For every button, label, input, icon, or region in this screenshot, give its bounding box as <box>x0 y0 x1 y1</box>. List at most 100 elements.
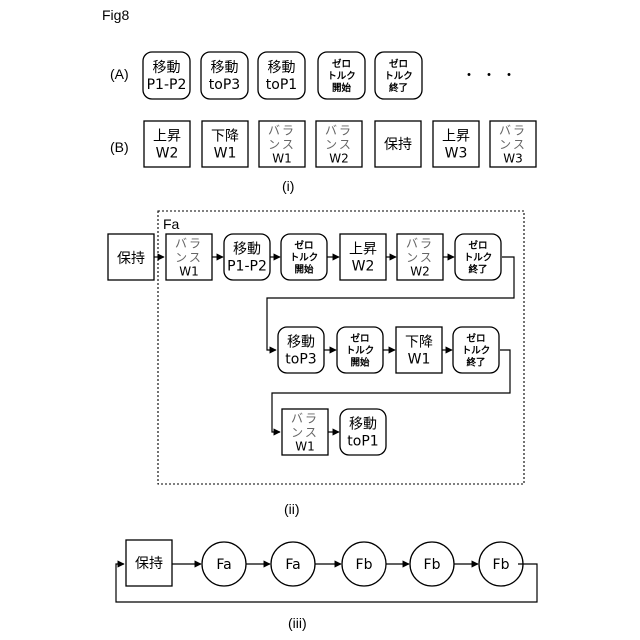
block-line: 移動 <box>211 60 239 76</box>
block-line: バラ <box>325 123 353 137</box>
block-line: 上昇 <box>349 242 377 258</box>
flow-iii-circle-2: Fb <box>342 542 386 586</box>
caption-i: (i) <box>282 178 294 194</box>
flow-iii-circle-4: Fb <box>479 542 523 586</box>
block-line: ンス <box>325 137 353 151</box>
flow-ii-row1-block-3: 上昇W2 <box>340 234 386 280</box>
block-line: バラ <box>406 236 434 250</box>
block-line: ンス <box>406 250 434 264</box>
block-line: 上昇 <box>153 129 181 145</box>
block-line: toP1 <box>266 77 297 93</box>
block-line: ゼロ <box>350 332 369 344</box>
flow-ii-row3-block-1: 移動toP1 <box>340 409 386 455</box>
fa-group-label: Fa <box>163 216 180 232</box>
block-line: ゼロ <box>468 239 487 251</box>
block-line: 開始 <box>294 263 314 275</box>
hold-label-ii: 保持 <box>117 251 145 267</box>
flow-ii: バランスW1移動P1-P2ゼロトルク開始上昇W2バランスW2ゼロトルク終了移動t… <box>166 234 501 455</box>
row-b-block-3: バランスW2 <box>316 121 362 167</box>
block-line: 開始 <box>350 356 370 368</box>
block-line: W1 <box>408 352 431 368</box>
block-line: 終了 <box>468 263 487 275</box>
block-line: W1 <box>214 146 237 162</box>
block-line: トルク <box>290 252 319 263</box>
block-line: W1 <box>179 264 199 278</box>
block-line: P1-P2 <box>227 259 267 275</box>
flow-ii-row2-block-1: ゼロトルク開始 <box>337 327 383 373</box>
circle-label: Fa <box>216 557 231 573</box>
flow-ii-row2-block-2: 下降W1 <box>396 327 442 373</box>
flow-iii: Fa Fa Fb Fb Fb <box>172 542 523 586</box>
flow-ii-row2-block-0: 移動toP3 <box>278 327 324 373</box>
block-line: トルク <box>327 71 356 82</box>
caption-iii: (iii) <box>288 615 307 631</box>
circle-label: Fa <box>285 557 300 573</box>
block-line: P1-P2 <box>147 77 187 93</box>
block-line: ゼロ <box>332 58 351 70</box>
block-line: トルク <box>462 345 491 356</box>
flow-ii-row1-block-0: バランスW1 <box>166 234 212 280</box>
block-line: 終了 <box>389 82 408 94</box>
row-a-block-3: ゼロトルク開始 <box>318 52 365 99</box>
row-b-block-2: バランスW1 <box>259 121 305 167</box>
block-line: 保持 <box>384 137 412 153</box>
caption-ii: (ii) <box>284 501 300 517</box>
block-line: 上昇 <box>442 129 470 145</box>
block-line: 開始 <box>332 82 352 94</box>
block-line: ゼロ <box>466 332 485 344</box>
hold-block-ii: 保持 <box>108 234 154 280</box>
block-line: 移動 <box>153 60 181 76</box>
block-line: toP3 <box>209 77 240 93</box>
row-b-block-6: バランスW3 <box>490 121 536 167</box>
block-line: 移動 <box>287 335 315 351</box>
row-b-block-0: 上昇W2 <box>144 121 190 167</box>
block-line: ゼロ <box>389 58 408 70</box>
row-b-label: (B) <box>110 139 129 155</box>
hold-block-iii: 保持 <box>126 540 172 586</box>
block-line: トルク <box>464 252 493 263</box>
block-line: トルク <box>384 71 413 82</box>
block-line: バラ <box>175 236 203 250</box>
block-line: W1 <box>272 151 292 165</box>
block-line: W1 <box>295 439 315 453</box>
block-line: 下降 <box>211 129 239 145</box>
block-line: toP1 <box>347 434 378 450</box>
circle-label: Fb <box>356 557 373 573</box>
block-line: ンス <box>291 425 319 439</box>
row-b-block-5: 上昇W3 <box>433 121 479 167</box>
block-line: W2 <box>329 151 349 165</box>
flow-ii-row1-block-5: ゼロトルク終了 <box>455 234 501 280</box>
block-line: toP3 <box>285 352 316 368</box>
flow-ii-row1-block-2: ゼロトルク開始 <box>281 234 327 280</box>
block-line: 終了 <box>466 356 485 368</box>
circle-label: Fb <box>493 557 510 573</box>
block-line: バラ <box>499 123 527 137</box>
block-line: 移動 <box>349 417 377 433</box>
block-line: ンス <box>175 250 203 264</box>
loop-back-connector <box>116 564 537 602</box>
flow-ii-row1-block-4: バランスW2 <box>397 234 443 280</box>
flow-iii-circle-0: Fa <box>202 542 246 586</box>
block-line: W2 <box>156 146 179 162</box>
flow-ii-row3-block-0: バランスW1 <box>282 409 328 455</box>
row-b: 上昇W2下降W1バランスW1バランスW2保持上昇W3バランスW3 <box>144 121 536 167</box>
row-a-block-1: 移動toP3 <box>201 52 248 99</box>
flow-ii-row2-block-3: ゼロトルク終了 <box>453 327 499 373</box>
block-line: バラ <box>291 411 319 425</box>
block-line: トルク <box>346 345 375 356</box>
row-a-ellipsis: ・・・ <box>462 67 522 83</box>
row-a: 移動P1-P2移動toP3移動toP1ゼロトルク開始ゼロトルク終了 <box>143 52 422 99</box>
flow-iii-circle-3: Fb <box>410 542 454 586</box>
block-line: W2 <box>352 259 375 275</box>
block-line: 移動 <box>233 242 261 258</box>
flow-ii-row1-block-1: 移動P1-P2 <box>224 234 270 280</box>
block-line: バラ <box>268 123 296 137</box>
block-line: ンス <box>499 137 527 151</box>
row-a-block-0: 移動P1-P2 <box>143 52 190 99</box>
row-a-block-4: ゼロトルク終了 <box>375 52 422 99</box>
block-line: W2 <box>410 264 430 278</box>
circle-label: Fb <box>424 557 441 573</box>
block-line: ゼロ <box>294 239 313 251</box>
flow-iii-circle-1: Fa <box>271 542 315 586</box>
